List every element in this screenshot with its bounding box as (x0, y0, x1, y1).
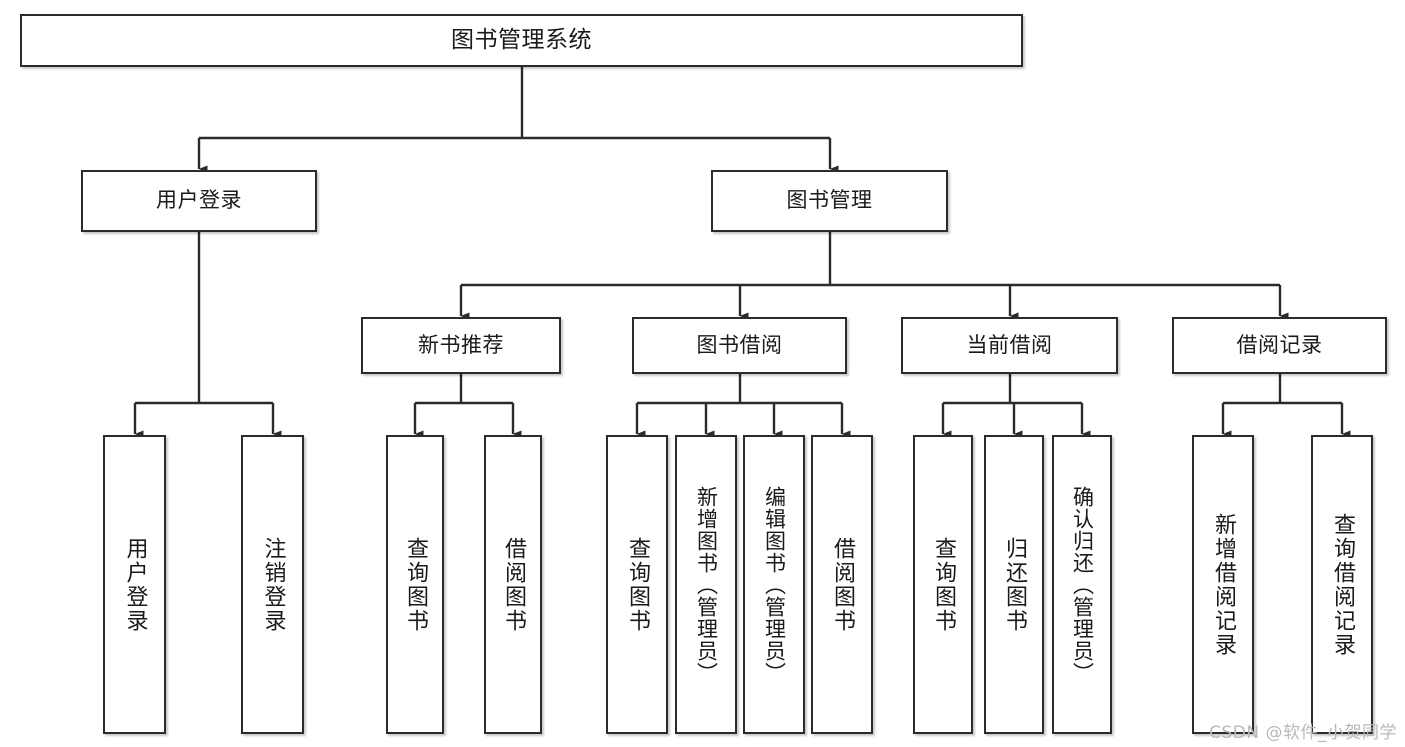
node-label: 借阅图书 (501, 536, 526, 633)
node-label: 查询借阅记录 (1330, 512, 1355, 657)
node-new-book-rec[interactable]: 新书推荐 (361, 317, 561, 374)
node-label: 图书管理系统 (451, 26, 592, 53)
node-leaf-borrow-book-2[interactable]: 借阅图书 (811, 435, 873, 734)
node-leaf-query-book-2[interactable]: 查询图书 (606, 435, 668, 734)
node-book-manage[interactable]: 图书管理 (711, 170, 948, 232)
node-label: 新增借阅记录 (1211, 512, 1236, 657)
node-leaf-user-login[interactable]: 用户登录 (103, 435, 166, 734)
node-leaf-borrow-book-1[interactable]: 借阅图书 (484, 435, 542, 734)
node-label: 归还图书 (1002, 536, 1027, 633)
node-label: 借阅图书 (830, 536, 855, 633)
node-leaf-return-book[interactable]: 归还图书 (984, 435, 1044, 734)
node-label: 用户登录 (122, 536, 148, 633)
node-borrow-record[interactable]: 借阅记录 (1172, 317, 1387, 374)
node-leaf-query-record[interactable]: 查询借阅记录 (1311, 435, 1373, 734)
node-leaf-add-book[interactable]: 新增图书（管理员） (675, 435, 737, 734)
watermark-label: CSDN @软件_小贺同学 (1209, 723, 1397, 743)
node-leaf-add-record[interactable]: 新增借阅记录 (1192, 435, 1254, 734)
node-label: 编辑图书（管理员） (762, 485, 787, 684)
node-label: 借阅记录 (1236, 332, 1323, 357)
node-book-borrow[interactable]: 图书借阅 (632, 317, 847, 374)
node-leaf-query-book-1[interactable]: 查询图书 (386, 435, 444, 734)
node-label: 确认归还（管理员） (1070, 485, 1095, 684)
node-current-borrow[interactable]: 当前借阅 (901, 317, 1118, 374)
node-label: 查询图书 (931, 536, 956, 633)
node-leaf-logout[interactable]: 注销登录 (241, 435, 304, 734)
node-root[interactable]: 图书管理系统 (20, 14, 1023, 67)
node-leaf-edit-book[interactable]: 编辑图书（管理员） (743, 435, 805, 734)
node-label: 图书管理 (786, 188, 873, 213)
node-label: 新增图书（管理员） (694, 485, 719, 684)
node-label: 新书推荐 (418, 332, 504, 357)
node-leaf-confirm-return[interactable]: 确认归还（管理员） (1052, 435, 1112, 734)
node-label: 查询图书 (625, 536, 650, 633)
node-label: 当前借阅 (966, 332, 1053, 357)
node-label: 用户登录 (156, 188, 242, 213)
node-label: 查询图书 (403, 536, 428, 633)
node-label: 注销登录 (260, 536, 286, 633)
node-label: 图书借阅 (696, 332, 783, 357)
node-user-login[interactable]: 用户登录 (81, 170, 317, 232)
node-leaf-query-book-3[interactable]: 查询图书 (913, 435, 973, 734)
